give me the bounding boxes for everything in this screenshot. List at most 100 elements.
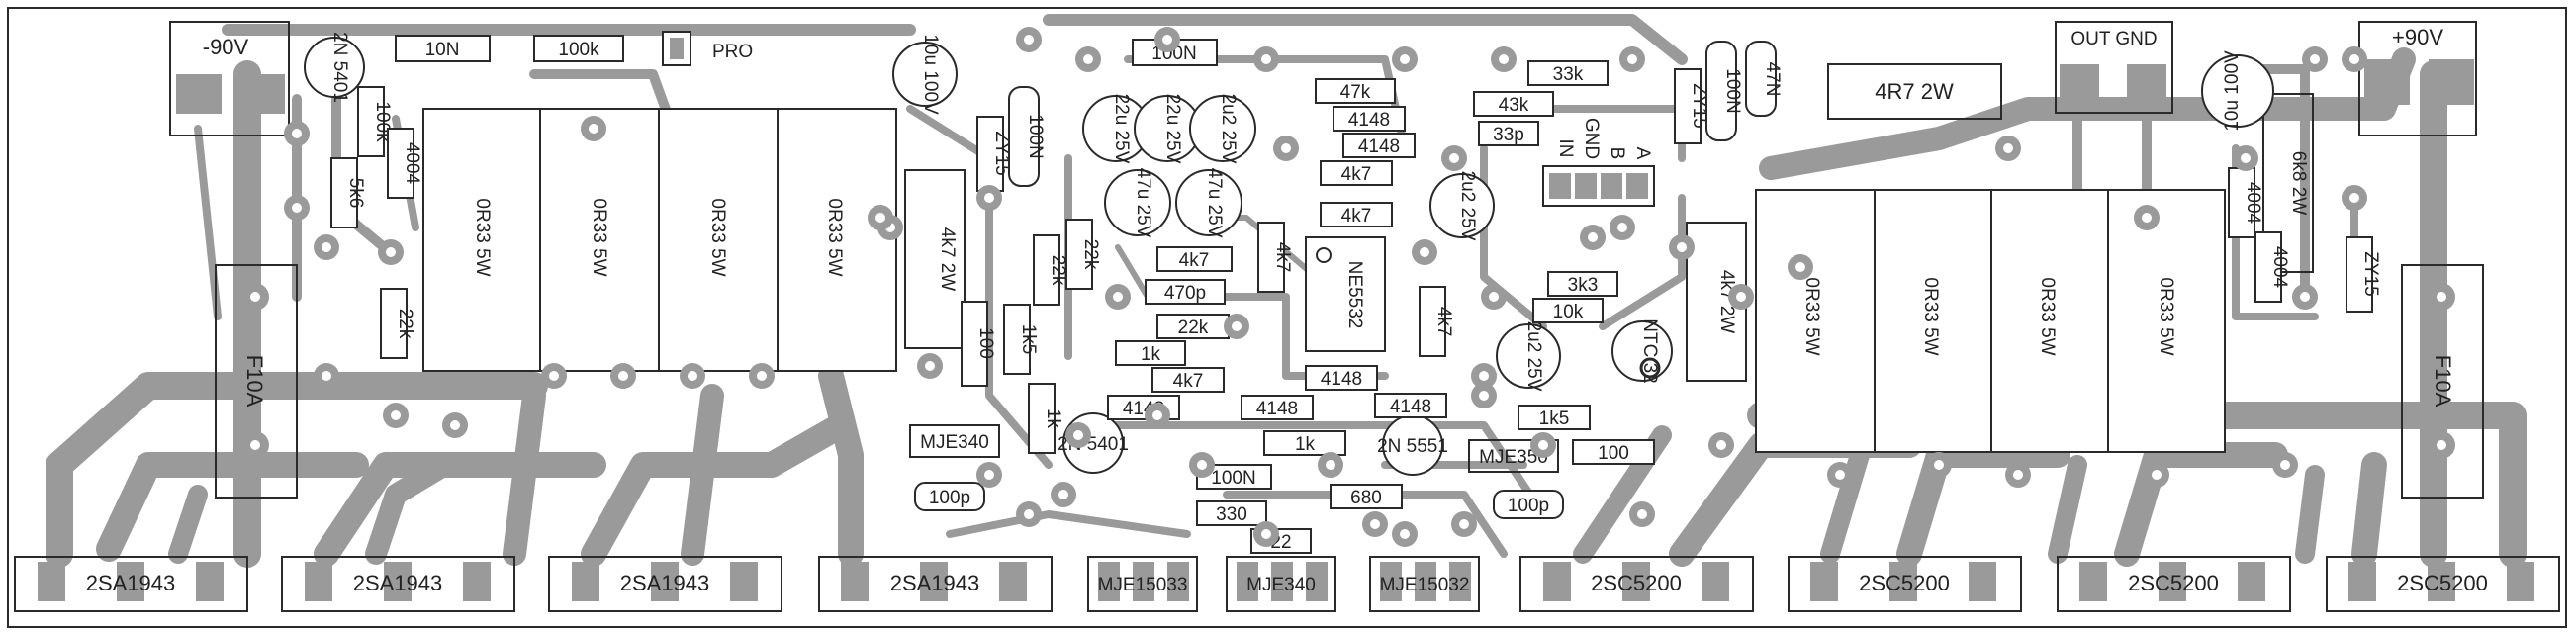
diode-4148-f bbox=[1374, 393, 1447, 418]
fuse-left bbox=[215, 264, 298, 499]
terminal-out-gnd-label: OUT GND bbox=[2070, 29, 2157, 49]
terminal-neg90v-label: -90V bbox=[203, 35, 249, 59]
resistor-0r33-7-label: 0R33 5W bbox=[2037, 277, 2058, 355]
resistor-100-b-label: 100 bbox=[1598, 443, 1629, 464]
via-hole bbox=[1736, 292, 1746, 302]
small-components-horizontal: 10N 100k PRO 100N 47k 4148 4148 4k7 4k7 … bbox=[395, 31, 1655, 554]
resistor-0r33-4 bbox=[777, 108, 897, 372]
resistor-47k bbox=[1315, 78, 1396, 104]
input-header-gnd-label: GND bbox=[1581, 118, 1602, 159]
cap-47u-25v-a bbox=[1104, 169, 1171, 236]
cap-2u2-25v-c bbox=[1496, 323, 1561, 389]
resistor-47k-label: 47k bbox=[1340, 82, 1371, 103]
diode-4004-c-label: 4004 bbox=[2269, 246, 2290, 289]
zener-zy15-b bbox=[1674, 68, 1702, 144]
via-hole bbox=[1538, 440, 1548, 450]
resistor-1k-c bbox=[1028, 383, 1056, 454]
transistor-mje350 bbox=[1468, 439, 1559, 473]
cap-47n bbox=[1745, 41, 1777, 117]
via-hole bbox=[322, 242, 331, 252]
via-hole bbox=[1370, 519, 1380, 529]
resistor-100-b bbox=[1572, 439, 1655, 465]
resistor-0r33-3-label: 0R33 5W bbox=[707, 198, 728, 276]
via-hole bbox=[386, 247, 396, 257]
resistor-1k5-b-label: 1k5 bbox=[1539, 408, 1570, 429]
via-hole bbox=[1113, 292, 1123, 302]
transistor-mje350-label: MJE350 bbox=[1479, 447, 1548, 468]
via-hole bbox=[1400, 529, 1410, 539]
cap-100p-a-label: 100p bbox=[929, 488, 970, 508]
resistor-3k3-label: 3k3 bbox=[1568, 275, 1599, 296]
resistor-43k bbox=[1473, 91, 1554, 117]
terminal-out-gnd bbox=[2055, 21, 2173, 114]
via-hole bbox=[1058, 490, 1068, 499]
via-hole bbox=[1479, 391, 1489, 401]
via-hole bbox=[1073, 430, 1083, 440]
via-hole bbox=[1326, 460, 1335, 470]
ic-ne5532-body bbox=[1305, 236, 1386, 352]
power-resistors: 4k7 2W 4k7 2W 4R7 2W 6k8 2W bbox=[904, 63, 2314, 382]
ntc-32 bbox=[1611, 320, 1673, 382]
cap-100n-right bbox=[1705, 41, 1737, 141]
resistor-22k-d-label: 22k bbox=[1080, 239, 1101, 270]
cap-47u-25v-a-label: 47u 25V bbox=[1133, 168, 1153, 238]
via-hole bbox=[1677, 242, 1687, 252]
zener-zy15-a bbox=[976, 116, 1004, 192]
output-transistor-row: 2SA1943 2SA1943 2SA1943 2SA1943 MJE15033… bbox=[14, 556, 2560, 612]
resistor-100k-top-label: 100k bbox=[558, 40, 599, 60]
via-hole bbox=[1479, 371, 1489, 381]
cap-100n-bottom-label: 100N bbox=[1211, 468, 1255, 489]
cap-10u-100v-left-label: 10u 100V bbox=[920, 34, 941, 115]
resistor-6k8-2w bbox=[2262, 93, 2314, 273]
resistor-22k-b-label: 22k bbox=[395, 309, 415, 339]
transistor-t8 bbox=[2326, 556, 2560, 612]
resistor-100k-left bbox=[357, 86, 385, 157]
resistor-0r33-1-label: 0R33 5W bbox=[472, 198, 493, 276]
cap-100n-right-label: 100N bbox=[1722, 68, 1743, 113]
cap-100p-b bbox=[1493, 490, 1564, 519]
via-hole bbox=[1261, 54, 1271, 64]
via-hole bbox=[292, 129, 302, 138]
via-hole bbox=[589, 124, 598, 134]
transistor-2n5401-top bbox=[304, 37, 365, 98]
resistor-1k5-a-label: 1k5 bbox=[1018, 324, 1039, 355]
cap-470p-label: 470p bbox=[1164, 283, 1206, 304]
transistor-2n5551-label: 2N 5551 bbox=[1377, 436, 1448, 457]
transistor-label-t5: 2SC5200 bbox=[1591, 571, 1682, 595]
resistor-330 bbox=[1196, 500, 1267, 526]
resistor-5k6-label: 5k6 bbox=[345, 178, 366, 209]
resistor-6k8-2w-label: 6k8 2W bbox=[2288, 151, 2309, 215]
via-hole bbox=[450, 420, 460, 430]
transistor-label-t7: 2SC5200 bbox=[2128, 571, 2219, 595]
cap-22u-25v-a-label: 22u 25V bbox=[1111, 94, 1132, 164]
via-hole bbox=[984, 470, 994, 480]
via-hole bbox=[549, 371, 559, 381]
zener-zy15-b-label: ZY15 bbox=[1689, 83, 1709, 128]
cap-2u2-25v-c-label: 2u2 25V bbox=[1523, 321, 1544, 392]
resistor-4k7-a-label: 4k7 bbox=[1341, 164, 1372, 185]
diode-4148-b bbox=[1342, 133, 1416, 158]
via-hole bbox=[2003, 143, 2013, 153]
resistor-0r33-4-label: 0R33 5W bbox=[824, 198, 845, 276]
cap-33p bbox=[1478, 121, 1539, 146]
via-hole bbox=[2142, 213, 2152, 223]
resistor-4k7-2w-left bbox=[904, 169, 966, 349]
cap-10u-100v-right bbox=[2201, 54, 2274, 128]
resistor-10k bbox=[1532, 298, 1604, 323]
transistor-t7 bbox=[2057, 556, 2291, 612]
resistor-4k7-d-label: 4k7 bbox=[1173, 371, 1204, 392]
small-transistors bbox=[304, 37, 1443, 476]
via-hole bbox=[1459, 519, 1469, 529]
resistor-43k-label: 43k bbox=[1499, 95, 1529, 116]
resistor-100-a bbox=[961, 301, 988, 387]
via-hole bbox=[2013, 470, 2023, 480]
fuse-right-label: F10A bbox=[2431, 355, 2455, 408]
resistor-330-label: 330 bbox=[1216, 504, 1247, 525]
transistor-mje340-mid-label: MJE340 bbox=[920, 432, 989, 453]
transistor-mje15032 bbox=[1369, 556, 1480, 612]
via-hole bbox=[2241, 153, 2251, 163]
cap-47u-25v-b bbox=[1175, 169, 1242, 236]
resistor-0r33-8 bbox=[2107, 189, 2226, 453]
resistor-33k-label: 33k bbox=[1553, 64, 1584, 85]
ntc-marker bbox=[1639, 357, 1661, 379]
